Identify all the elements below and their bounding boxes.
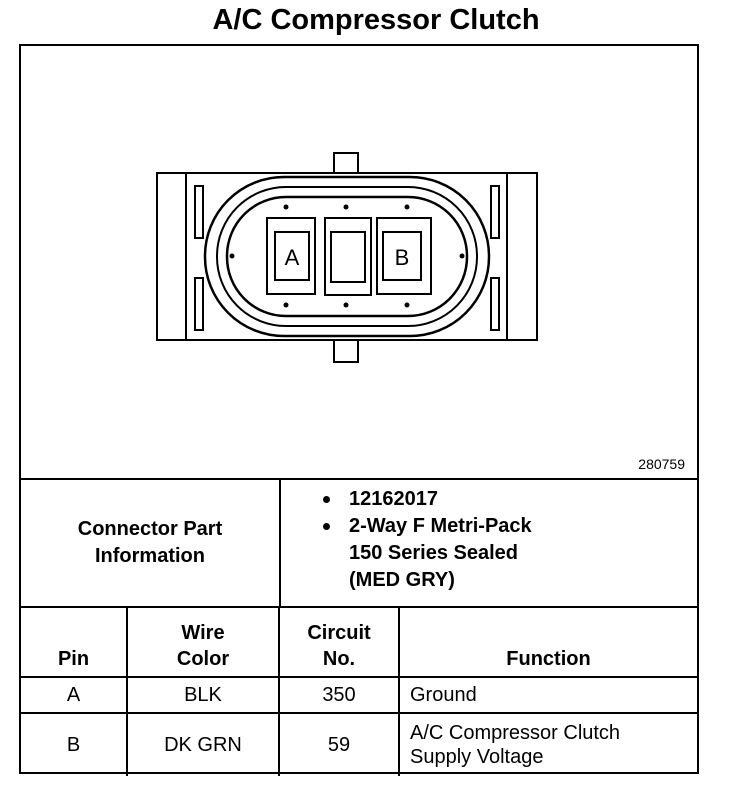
cell-circuit: 350 — [278, 676, 400, 714]
table-header-row: Pin Wire Color Circuit No. Function — [21, 608, 697, 678]
seal-rib-dots — [229, 204, 465, 308]
inner-seal-oval — [225, 195, 469, 318]
outer-seal-oval — [203, 175, 491, 338]
center-lock-slot — [324, 217, 372, 296]
table-row: A BLK 350 Ground — [21, 676, 697, 714]
figure-id: 280759 — [638, 456, 685, 472]
bullet-icon — [323, 496, 330, 503]
left-lower-latch — [194, 277, 204, 331]
header-pin: Pin — [21, 608, 128, 678]
cell-pin: B — [21, 712, 128, 776]
header-wire-color: Wire Color — [126, 608, 280, 678]
pin-b-label: B — [395, 245, 410, 270]
cavity-b-housing — [376, 217, 432, 295]
cavity-a-housing — [266, 217, 316, 295]
right-upper-latch — [490, 185, 500, 239]
connector-description-line: 2-Way F Metri-Pack — [349, 515, 532, 537]
connector-info-label: Connector Part Information — [21, 480, 281, 606]
cavity-b-terminal — [382, 231, 422, 281]
connector-description-line: 150 Series Sealed — [349, 542, 519, 564]
cavity-a-terminal — [274, 231, 310, 281]
pin-a-label: A — [285, 245, 300, 270]
connector-info-item: 2-Way F Metri-Pack 150 Series Sealed (ME… — [321, 513, 691, 594]
connector-info-row: Connector Part Information 12162017 2-Wa… — [21, 480, 697, 608]
cell-function: A/C Compressor Clutch Supply Voltage — [398, 712, 697, 776]
header-function: Function — [398, 608, 697, 678]
part-number: 12162017 — [349, 488, 438, 510]
connector-description-line: (MED GRY) — [349, 569, 455, 591]
cell-circuit: 59 — [278, 712, 400, 776]
connector-face-drawing: A B — [156, 152, 538, 363]
cell-pin: A — [21, 676, 128, 714]
connector-body — [156, 172, 538, 341]
connector-sheet: A B 280759 Connector Part Information 12… — [19, 44, 699, 776]
cell-wire-color: DK GRN — [126, 712, 280, 776]
middle-seal-oval — [216, 186, 478, 327]
bullet-icon — [323, 523, 330, 530]
cell-function: Ground — [398, 676, 697, 714]
connector-info-item: 12162017 — [321, 486, 691, 513]
left-upper-latch — [194, 185, 204, 239]
connector-info-list: 12162017 2-Way F Metri-Pack 150 Series S… — [321, 486, 691, 594]
table-row: B DK GRN 59 A/C Compressor Clutch Supply… — [21, 712, 697, 776]
bottom-lock-tab — [333, 339, 359, 363]
right-lower-latch — [490, 277, 500, 331]
connector-info-label-line: Information — [95, 545, 205, 567]
connector-diagram-panel: A B 280759 — [21, 46, 697, 480]
header-circuit: Circuit No. — [278, 608, 400, 678]
cell-wire-color: BLK — [126, 676, 280, 714]
connector-info-label-line: Connector Part — [77, 518, 223, 540]
top-lock-tab — [333, 152, 359, 174]
pinout-table: Pin Wire Color Circuit No. Function A BL… — [21, 608, 697, 776]
page-title: A/C Compressor Clutch — [212, 4, 540, 36]
center-lock-insert — [330, 231, 366, 283]
